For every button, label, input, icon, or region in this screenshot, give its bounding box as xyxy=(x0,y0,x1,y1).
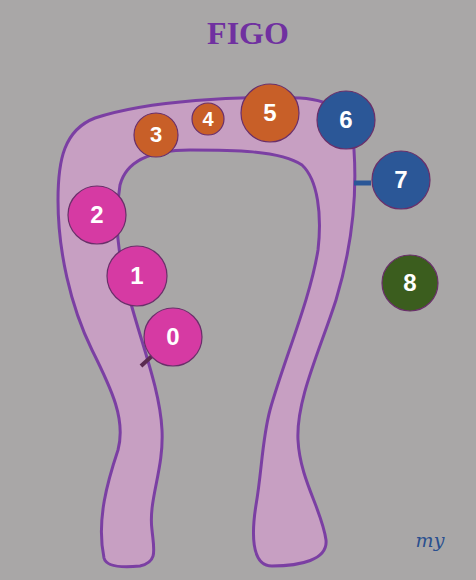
fibroid-circle: 6 xyxy=(316,90,376,150)
fibroid-circle: 4 xyxy=(191,102,225,136)
fibroid-type-number: 2 xyxy=(90,203,103,227)
fibroid-circle: 0 xyxy=(143,307,203,367)
circle-shape xyxy=(241,84,299,142)
fibroid-type-number: 1 xyxy=(130,264,143,288)
circle-shape xyxy=(107,246,167,306)
fibroid-circle: 5 xyxy=(240,83,300,143)
stalk-line xyxy=(141,356,152,366)
uterus-outline xyxy=(58,98,355,567)
fibroid-circle: 2 xyxy=(67,185,127,245)
fibroid-circle: 3 xyxy=(133,112,179,158)
stalk-line xyxy=(354,181,371,186)
circle-shape xyxy=(382,255,438,311)
fibroid-circle: 1 xyxy=(106,245,168,307)
circle-shape xyxy=(68,186,126,244)
circle-shape xyxy=(372,151,430,209)
fibroid-type-number: 3 xyxy=(150,124,162,146)
circle-shape xyxy=(144,308,202,366)
diagram-title: FIGO xyxy=(207,17,289,49)
fibroid-circle: 8 xyxy=(381,254,439,312)
fibroid-type-number: 7 xyxy=(394,168,407,192)
fibroid-circle: 7 xyxy=(371,150,431,210)
circle-shape xyxy=(192,103,224,135)
signature-watermark: my xyxy=(416,531,445,550)
fibroid-type-number: 0 xyxy=(166,325,179,349)
circle-shape xyxy=(134,113,178,157)
fibroid-type-number: 8 xyxy=(403,271,416,295)
fibroid-type-number: 4 xyxy=(202,109,213,129)
circle-shape xyxy=(317,91,375,149)
fibroid-type-number: 5 xyxy=(263,101,276,125)
fibroid-type-number: 6 xyxy=(339,108,352,132)
